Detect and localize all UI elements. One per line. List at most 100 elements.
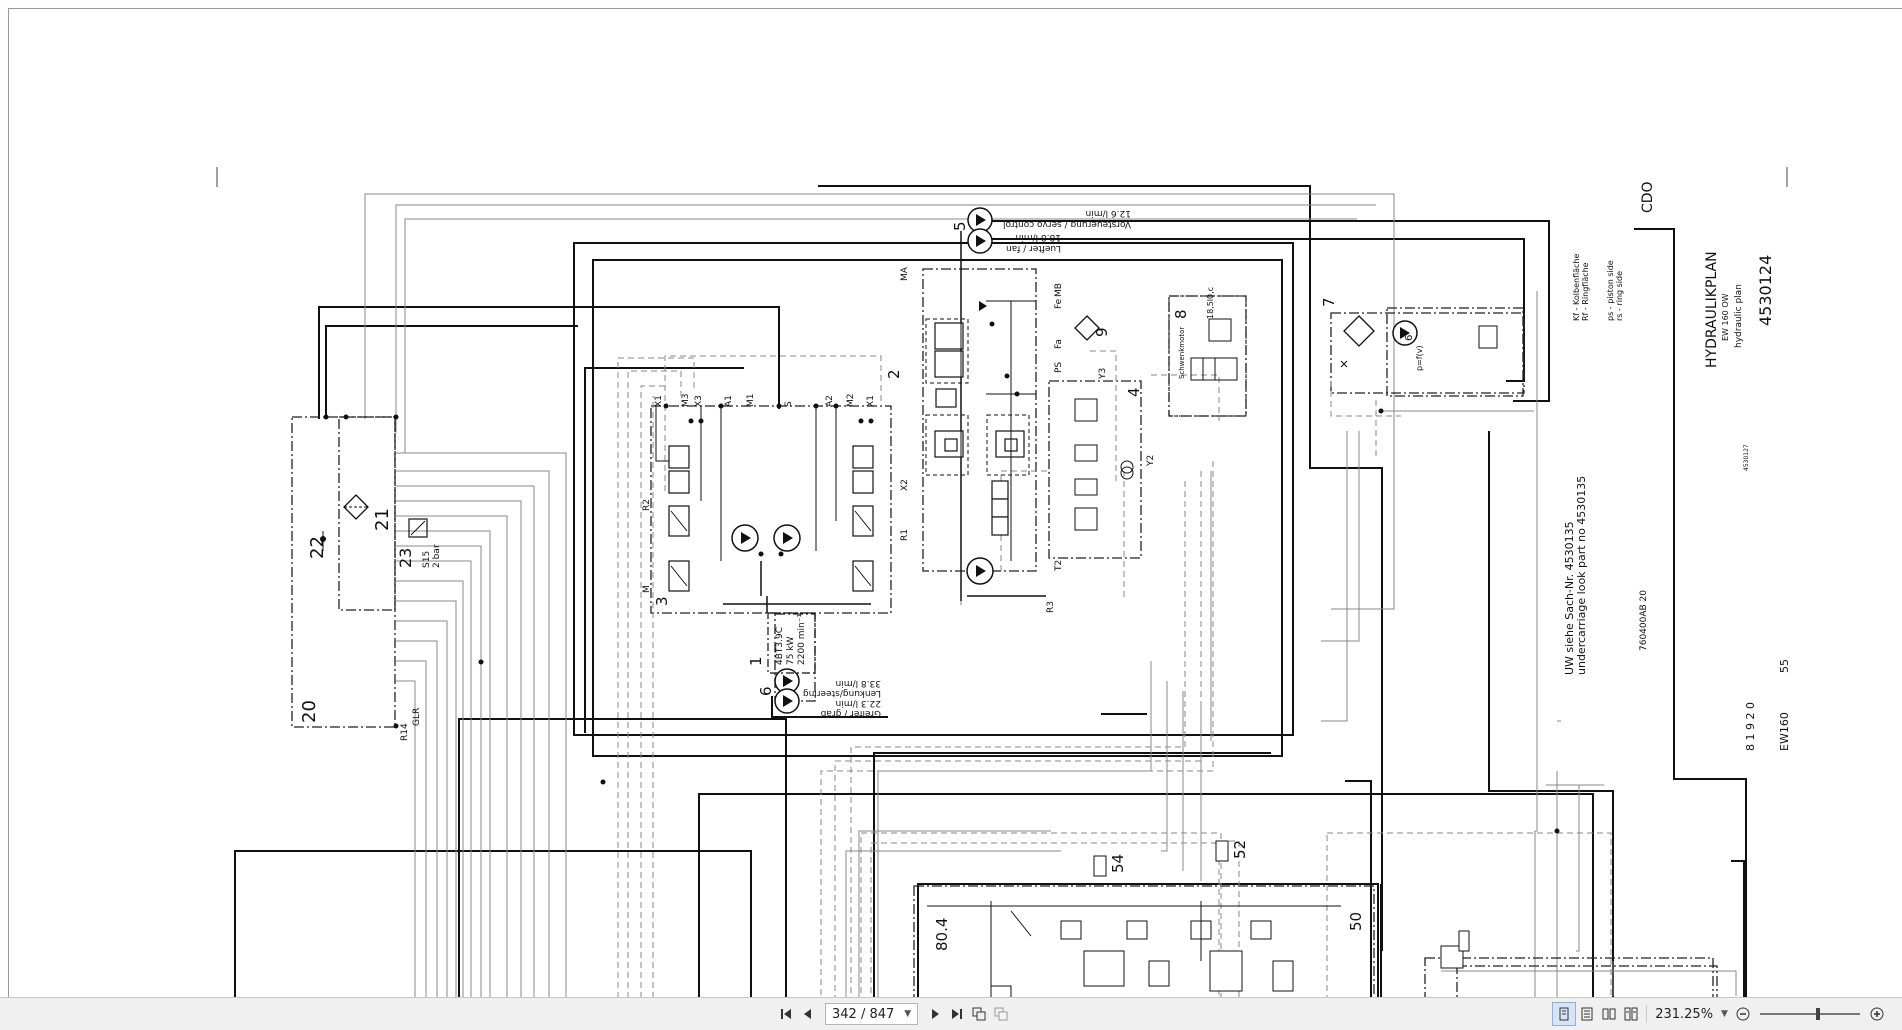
port-fa: Fa xyxy=(1054,339,1064,349)
port-x3: X3 xyxy=(694,395,704,407)
continuous-view-icon[interactable] xyxy=(1576,1003,1598,1025)
label-uw-de: UW siehe Sach-Nr. 4530135 xyxy=(1563,521,1576,675)
label-1: 1 xyxy=(747,656,765,666)
label-pump-fan: Luefter / fan xyxy=(1006,243,1061,253)
label-s15: S15 xyxy=(422,551,432,568)
label-ew160: EW160 xyxy=(1778,712,1791,751)
label-54: 54 xyxy=(1109,854,1127,873)
port-x1b: X1 xyxy=(866,395,876,407)
previous-page-icon[interactable] xyxy=(797,1003,819,1025)
page-number-text: 342 / 847 xyxy=(832,1006,895,1022)
pilot-lines xyxy=(364,193,1737,997)
label-6a: 6 xyxy=(757,686,775,696)
label-r14: R14 xyxy=(400,723,410,741)
first-page-icon[interactable] xyxy=(775,1003,797,1025)
label-pump-fan-flow: 18.8 l/min xyxy=(1016,232,1061,242)
last-page-icon[interactable] xyxy=(946,1003,968,1025)
legend-ps: ps - piston side xyxy=(1606,260,1615,321)
port-t2: T2 xyxy=(1054,560,1064,572)
port-y3: Y3 xyxy=(1098,368,1108,380)
port-ps: PS xyxy=(1054,362,1064,373)
port-x2: X2 xyxy=(900,479,910,491)
label-pump-grab-flow: 22.3 l/min xyxy=(836,698,881,708)
zoom-slider-thumb[interactable] xyxy=(1815,1008,1820,1020)
label-21: 21 xyxy=(372,508,393,531)
document-viewport[interactable]: 22 21 23 S15 2 bar 20 R14 GLR 1 4BT3.9C … xyxy=(0,0,1902,997)
label-5: 5 xyxy=(951,221,969,231)
port-ma: MA xyxy=(900,266,910,281)
diagram-subtitle-model: EW 160 OW xyxy=(1721,293,1730,341)
label-55: 55 xyxy=(1778,659,1791,673)
drain-lines xyxy=(617,350,1612,997)
valve-block-4 xyxy=(1074,398,1134,531)
pressure-lines xyxy=(234,185,1747,997)
page-number-field[interactable]: 342 / 847 ▼ xyxy=(825,1003,919,1025)
zoom-text: 231.25% xyxy=(1655,1006,1714,1022)
diagram-code: CDO xyxy=(1640,181,1656,213)
port-m2: M2 xyxy=(846,394,856,408)
label-6b: 6 xyxy=(1404,335,1415,341)
zoom-in-icon[interactable] xyxy=(1866,1003,1888,1025)
zoom-slider[interactable] xyxy=(1759,1007,1860,1021)
diagram-title: HYDRAULIKPLAN xyxy=(1704,251,1720,368)
port-x1: X1 xyxy=(654,395,664,407)
label-2: 2 xyxy=(885,369,903,379)
filter-assembly xyxy=(320,414,428,729)
label-engine-2: 75 kW xyxy=(786,636,796,665)
label-4: 4 xyxy=(1125,387,1143,397)
label-schwenk: Schwenkmotor xyxy=(1178,327,1186,379)
chevron-down-icon[interactable]: ▼ xyxy=(904,1009,912,1019)
port-a2: A2 xyxy=(825,395,835,407)
swing-motor xyxy=(1168,295,1247,417)
zoom-field[interactable]: 231.25% ▼ xyxy=(1651,1004,1732,1024)
label-52: 52 xyxy=(1231,840,1249,859)
label-pfv: p=f(v) xyxy=(1415,345,1424,371)
port-s: S xyxy=(784,401,794,407)
legend-rf: Rf - Ringfläche xyxy=(1581,262,1590,321)
diagram-subtitle-en: hydraulic plan xyxy=(1734,284,1744,348)
port-mb: MB xyxy=(1054,283,1064,297)
left-valve-stack xyxy=(668,445,874,592)
label-22: 22 xyxy=(307,536,328,559)
label-pump-servo-flow: 12.6 l/min xyxy=(1086,208,1131,218)
assembly-7 xyxy=(1340,315,1498,368)
next-page-icon[interactable] xyxy=(924,1003,946,1025)
zoom-out-icon[interactable] xyxy=(1732,1003,1754,1025)
component-boundaries xyxy=(291,268,1718,997)
viewer-toolbar: 342 / 847 ▼ 231.25% ▼ xyxy=(0,997,1902,1030)
document-page: 22 21 23 S15 2 bar 20 R14 GLR 1 4BT3.9C … xyxy=(8,8,1902,997)
two-page-continuous-icon[interactable] xyxy=(1620,1003,1642,1025)
port-r2: R2 xyxy=(642,499,652,511)
paste-pages-icon[interactable] xyxy=(990,1003,1012,1025)
label-8: 8 xyxy=(1172,309,1190,319)
legend-rs: rs - ring side xyxy=(1615,271,1624,321)
label-23: 23 xyxy=(396,548,415,568)
label-3: 3 xyxy=(653,596,671,606)
label-pump-servo: Vorsteuerung / servo control xyxy=(1003,219,1131,229)
label-small-ref: 4530127 xyxy=(1743,444,1750,471)
zoom-slider-track xyxy=(1759,1013,1860,1015)
port-m3: M3 xyxy=(681,394,691,408)
zoom-chevron-down-icon[interactable]: ▼ xyxy=(1721,1009,1728,1019)
port-a1: A1 xyxy=(724,395,734,407)
label-81920: 8 1 9 2 0 xyxy=(1744,702,1757,751)
label-glr: GLR xyxy=(412,708,422,726)
copy-pages-icon[interactable] xyxy=(968,1003,990,1025)
label-pump-grab: Greifer / grab xyxy=(820,708,881,718)
port-fe: Fe xyxy=(1054,298,1064,309)
port-m1: M1 xyxy=(746,394,756,408)
toolbar-separator xyxy=(1646,1005,1648,1023)
right-valve-stack xyxy=(934,322,1025,536)
label-20: 20 xyxy=(299,700,320,723)
two-page-view-icon[interactable] xyxy=(1598,1003,1620,1025)
label-pump-steer: Lenkung/steering xyxy=(803,688,881,698)
single-page-view-icon[interactable] xyxy=(1552,1002,1577,1026)
label-50: 50 xyxy=(1347,912,1365,931)
label-engine-1: 4BT3.9C xyxy=(775,627,785,665)
label-804: 80.4 xyxy=(933,918,951,951)
port-y2: Y2 xyxy=(1146,455,1156,467)
label-pump-steer-flow: 33.8 l/min xyxy=(836,678,881,688)
label-2bar: 2 bar xyxy=(432,544,442,568)
hydraulic-schematic: 22 21 23 S15 2 bar 20 R14 GLR 1 4BT3.9C … xyxy=(216,167,1791,997)
label-uw-en: undercarriage look part no 4530135 xyxy=(1575,476,1588,675)
